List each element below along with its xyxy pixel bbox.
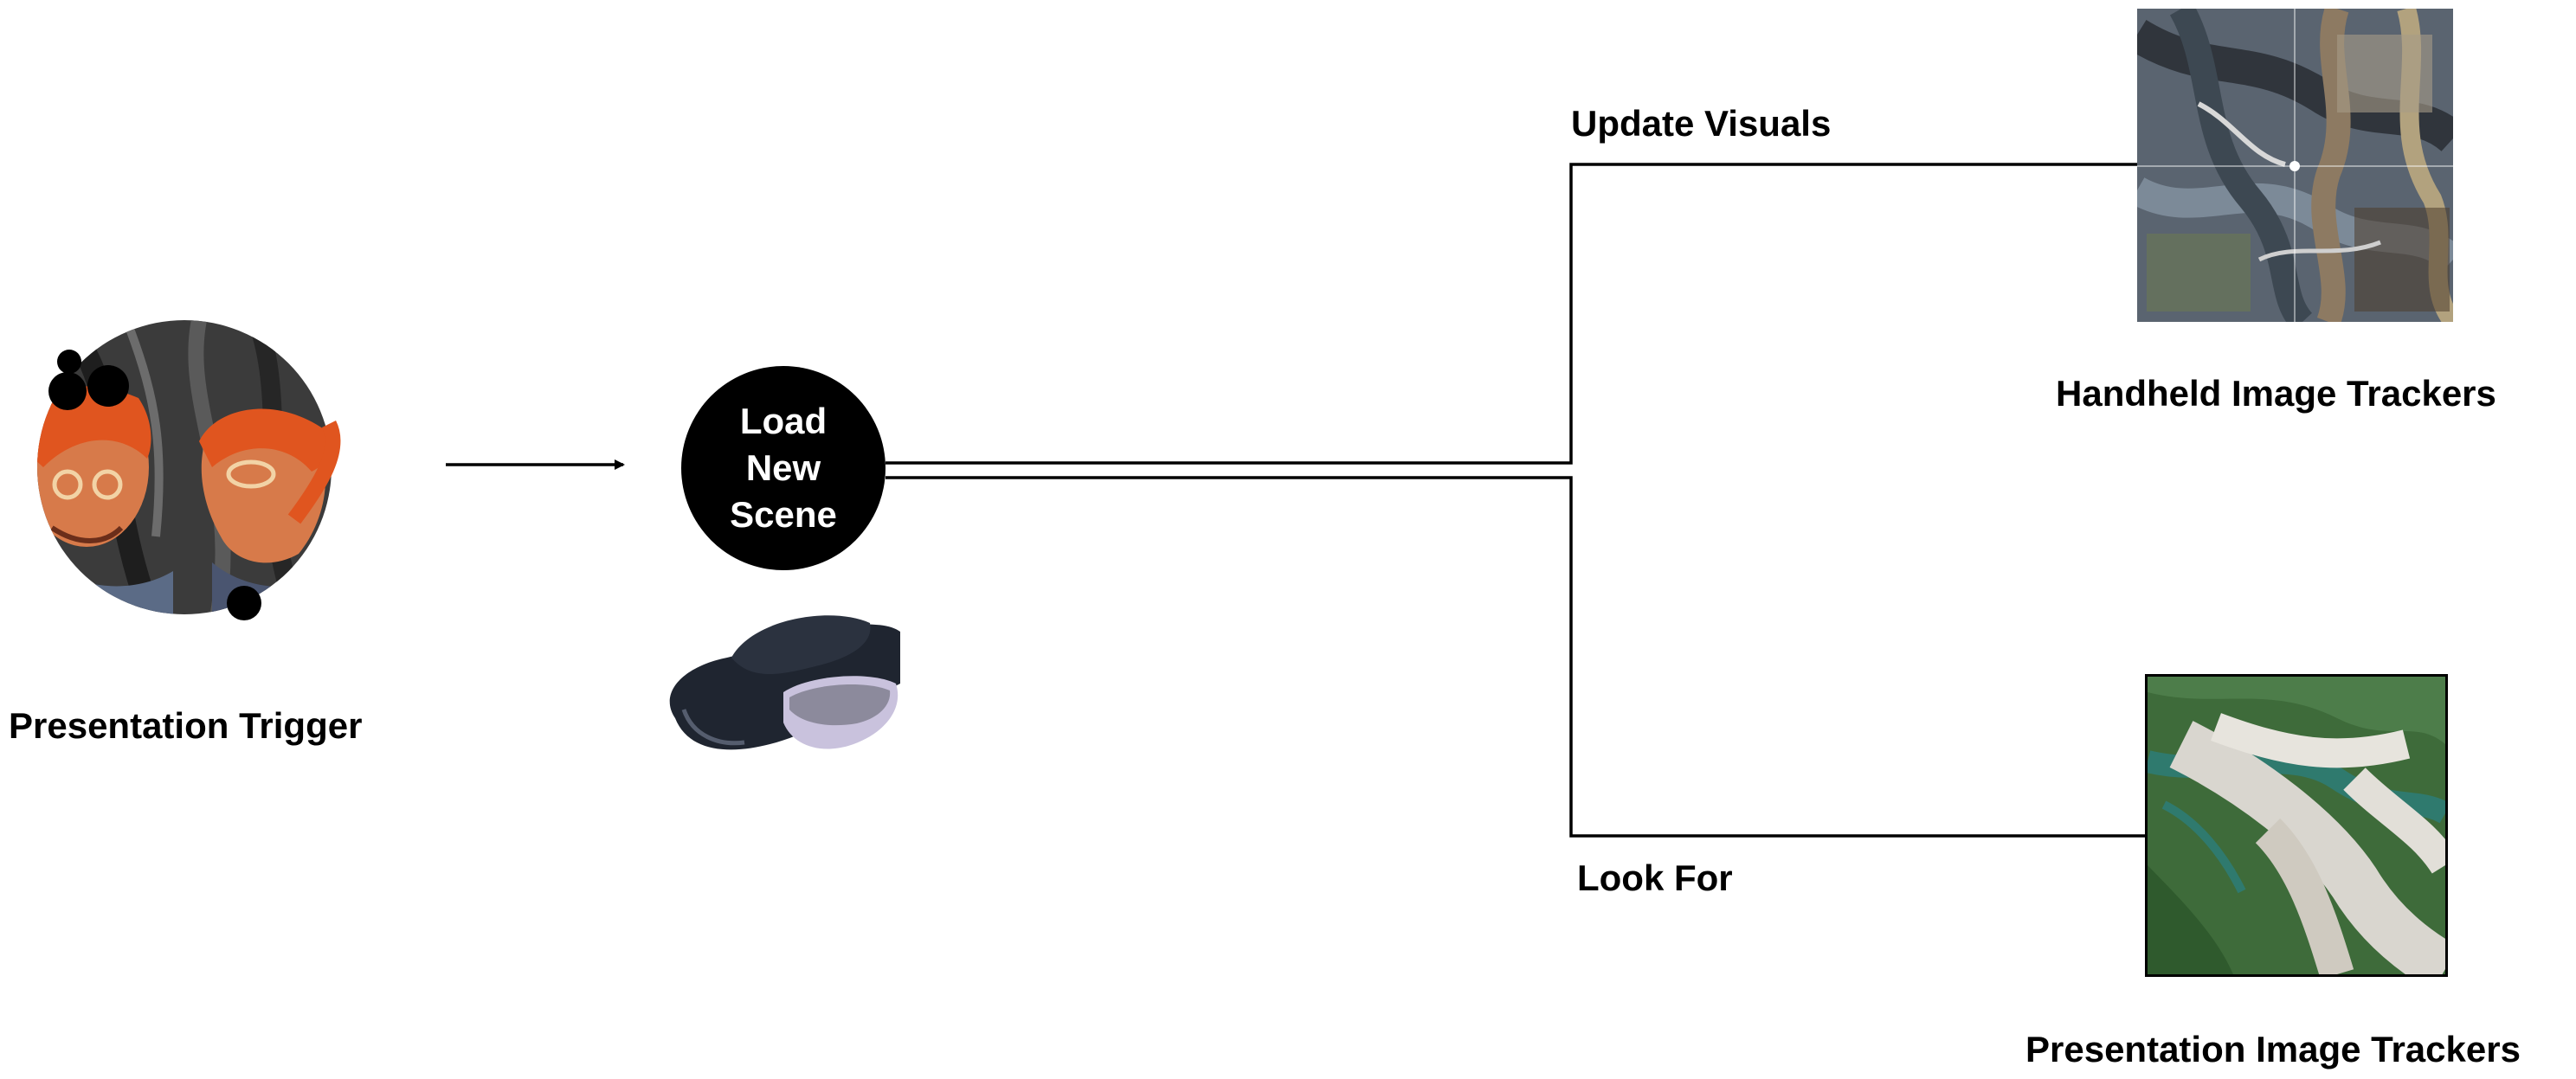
look-for-label: Look For: [1577, 857, 1733, 898]
look-for-connector: [886, 476, 2148, 838]
presentation-trigger-label: Presentation Trigger: [9, 705, 363, 746]
load-new-scene-node: [681, 366, 886, 570]
headset-image: [669, 615, 900, 750]
presentation-trigger-image: [37, 320, 341, 620]
presentation-trackers-label: Presentation Image Trackers: [2025, 1029, 2521, 1069]
update-visuals-connector: [886, 163, 2137, 465]
handheld-trackers-label: Handheld Image Trackers: [2056, 373, 2496, 414]
update-visuals-label: Update Visuals: [1571, 103, 1832, 144]
presentation-trackers-image: [2145, 674, 2448, 977]
connector-lines: [886, 163, 2148, 838]
node-label: Load New Scene: [730, 401, 837, 535]
handheld-trackers-image: [2137, 9, 2453, 322]
